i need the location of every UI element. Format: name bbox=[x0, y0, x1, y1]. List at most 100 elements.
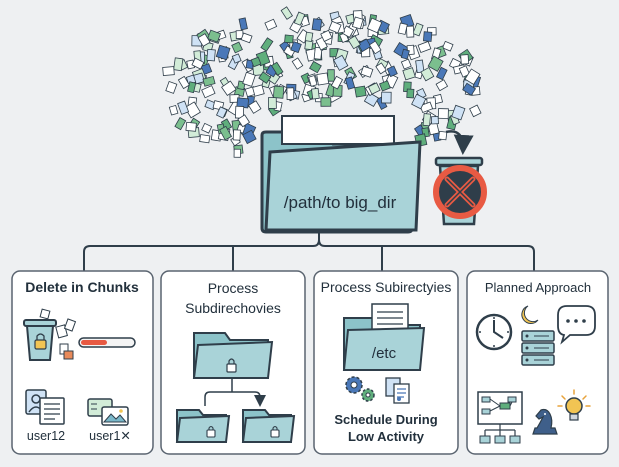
card-planned-approach: Planned Approach bbox=[466, 270, 609, 455]
scattered-file-icon bbox=[215, 106, 228, 119]
scattered-file-icon bbox=[462, 82, 477, 96]
scattered-file-icon bbox=[264, 18, 278, 31]
card-process-subirectyies: Process Subirectyies /etc Schedule Durin… bbox=[313, 270, 459, 455]
falling-files bbox=[39, 308, 77, 360]
flowchart-icon bbox=[477, 391, 523, 444]
scattered-file-icon bbox=[406, 25, 415, 38]
scattered-file-icon bbox=[313, 46, 323, 60]
scattered-file-icon bbox=[400, 48, 410, 60]
scattered-file-icon bbox=[304, 31, 314, 43]
scattered-file-icon bbox=[333, 54, 349, 71]
scattered-file-icon bbox=[437, 108, 449, 119]
scattered-file-icon bbox=[177, 100, 190, 115]
connector-tree bbox=[83, 232, 535, 272]
scattered-file-icon bbox=[184, 101, 201, 119]
trash-lock-icon bbox=[23, 319, 57, 361]
scattered-file-icon bbox=[451, 104, 466, 121]
scattered-file-icon bbox=[435, 66, 448, 81]
scattered-file-icon bbox=[231, 41, 243, 54]
card-title: Process Subirectyies bbox=[321, 279, 452, 295]
scattered-file-icon bbox=[174, 116, 187, 131]
scattered-file-icon bbox=[422, 31, 433, 42]
scattered-file-icon bbox=[215, 44, 231, 61]
scattered-file-icon bbox=[367, 82, 381, 95]
card-title: Planned Approach bbox=[485, 280, 591, 295]
scattered-file-icon bbox=[191, 57, 205, 70]
scattered-file-icon bbox=[368, 40, 382, 55]
scattered-file-icon bbox=[237, 114, 251, 128]
scattered-file-icon bbox=[177, 75, 190, 90]
scattered-file-icon bbox=[207, 29, 222, 43]
scattered-file-icon bbox=[422, 113, 432, 127]
scattered-file-icon bbox=[293, 11, 306, 26]
scattered-file-icon bbox=[316, 72, 330, 86]
scattered-file-icon bbox=[435, 79, 449, 92]
etc-folder-label: /etc bbox=[372, 345, 397, 362]
documents-icon bbox=[385, 377, 410, 404]
document-folder-icon: /etc bbox=[342, 303, 426, 371]
scattered-file-icon bbox=[379, 80, 391, 92]
trash-bin-icon bbox=[433, 156, 487, 226]
scattered-file-icon bbox=[185, 121, 197, 132]
scattered-file-icon bbox=[328, 20, 342, 34]
image-file-icon bbox=[87, 398, 129, 426]
scattered-file-icon bbox=[402, 67, 416, 81]
scattered-file-icon bbox=[187, 81, 197, 94]
scattered-file-icon bbox=[231, 53, 242, 64]
scattered-file-icon bbox=[199, 134, 211, 144]
scattered-file-icon bbox=[168, 104, 179, 116]
scattered-file-icon bbox=[320, 97, 332, 107]
speech-bubble-icon bbox=[557, 305, 596, 345]
scattered-file-icon bbox=[197, 33, 211, 47]
lightbulb-icon bbox=[557, 389, 591, 421]
scattered-file-icon bbox=[464, 68, 481, 86]
scattered-file-icon bbox=[193, 72, 205, 85]
scattered-file-icon bbox=[248, 100, 262, 114]
card-process-subdirectories: Process Subdirechovies bbox=[160, 270, 306, 455]
scattered-file-icon bbox=[311, 18, 323, 32]
scattered-file-icon bbox=[260, 37, 274, 52]
delete-arrow bbox=[445, 130, 474, 155]
folder-branch-arrows bbox=[204, 378, 266, 407]
scattered-file-icon bbox=[420, 66, 435, 82]
clock-icon bbox=[475, 313, 513, 351]
scattered-file-icon bbox=[284, 34, 294, 44]
scattered-file-icon bbox=[357, 38, 372, 53]
scattered-file-icon bbox=[291, 57, 304, 70]
scattered-file-icon bbox=[400, 58, 412, 70]
scattered-file-icon bbox=[417, 40, 432, 54]
scattered-file-icon bbox=[201, 122, 213, 134]
scattered-file-icon bbox=[381, 91, 392, 104]
card-title-line-1: Process bbox=[208, 280, 259, 296]
scattered-file-icon bbox=[351, 16, 364, 30]
scattered-file-icon bbox=[469, 104, 482, 118]
scattered-file-icon bbox=[397, 22, 408, 35]
user-label-1: user12 bbox=[27, 429, 65, 443]
progress-bar bbox=[78, 337, 136, 348]
scattered-file-icon bbox=[309, 60, 322, 74]
scattered-file-icon bbox=[219, 125, 232, 141]
scattered-file-icon bbox=[202, 75, 216, 87]
scattered-file-icon bbox=[240, 32, 253, 44]
scattered-file-icon bbox=[430, 115, 439, 125]
scattered-file-icon bbox=[412, 22, 424, 37]
scattered-file-icon bbox=[330, 75, 344, 90]
scattered-file-icon bbox=[258, 71, 272, 84]
scattered-file-icon bbox=[173, 57, 184, 72]
scattered-file-icon bbox=[366, 17, 383, 34]
scattered-file-icon bbox=[242, 71, 256, 87]
scattered-file-icon bbox=[411, 93, 427, 110]
scattered-file-icon bbox=[268, 97, 277, 109]
scattered-file-icon bbox=[360, 65, 374, 78]
user-document-icon bbox=[25, 389, 65, 425]
scattered-file-icon bbox=[438, 130, 448, 141]
scattered-file-icon bbox=[327, 69, 335, 82]
moon-icon bbox=[521, 305, 539, 324]
scattered-file-icon bbox=[419, 101, 434, 113]
scattered-file-icon bbox=[427, 55, 444, 72]
locked-folder-icon bbox=[192, 332, 274, 379]
scattered-file-icon bbox=[233, 148, 241, 158]
scattered-file-icon bbox=[315, 36, 328, 51]
scattered-file-icon bbox=[270, 61, 284, 76]
scattered-file-icon bbox=[242, 129, 257, 145]
